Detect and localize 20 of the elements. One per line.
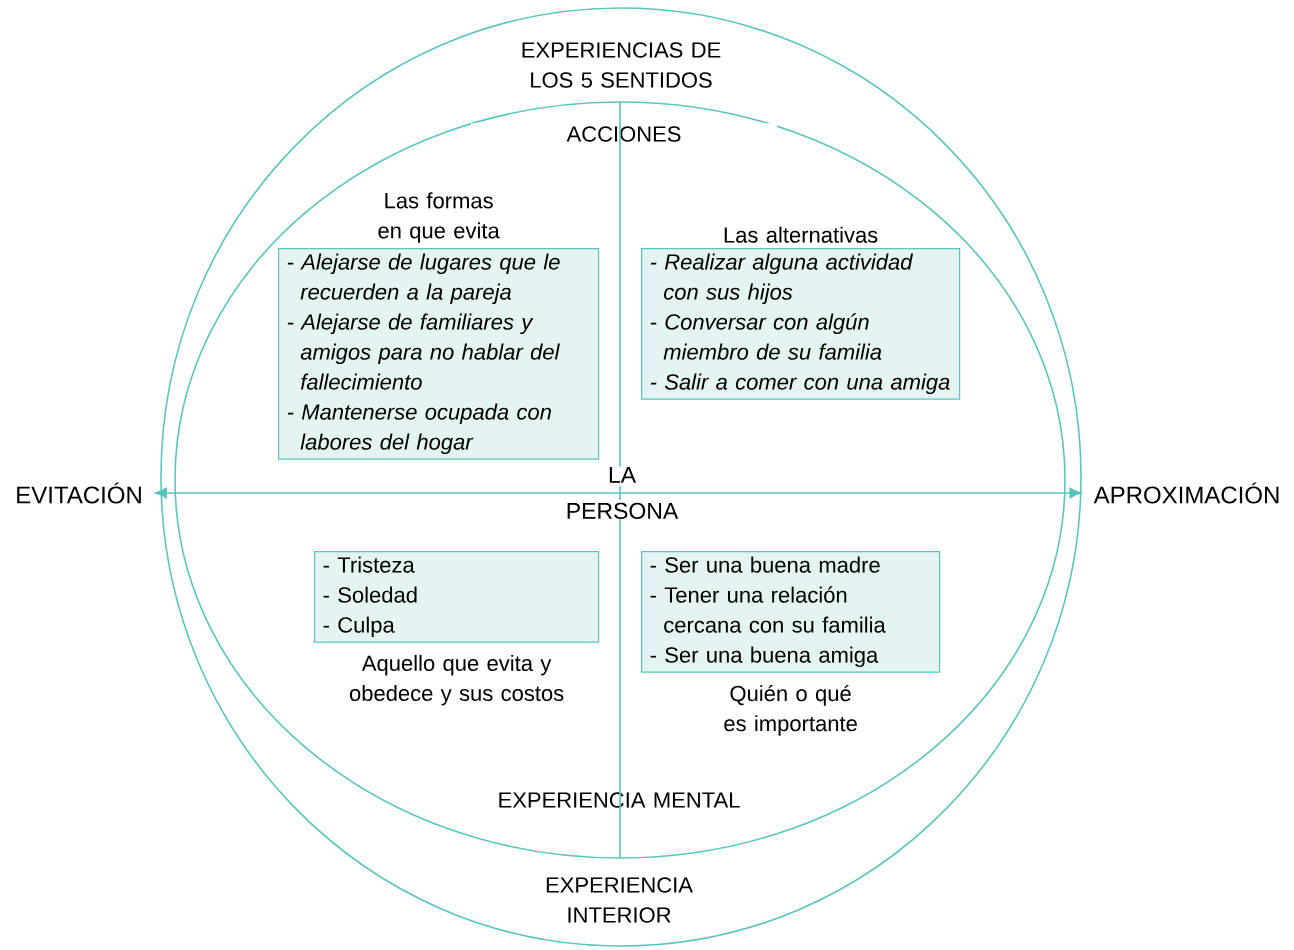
list-item: - Alejarse de familiares y amigos para no hablar del fallecimiento [287, 313, 560, 390]
box-heading: Las formas en que evita [378, 192, 500, 243]
list-item: - Soledad [323, 586, 417, 603]
box-heading: Las alternativas [724, 226, 878, 243]
list-item: - Alejarse de lugares que le recuerden a la pareja [287, 253, 560, 305]
centre-label: LA PERSONA [567, 466, 679, 519]
axis-label: EVITACIÓN [17, 482, 141, 504]
list-item: - Ser una buena madre [650, 556, 880, 573]
list-item: - Conversar con algún miembro de su familia [650, 313, 882, 360]
list-item: - Mantenerse ocupada con labores del hogar [287, 403, 551, 455]
double-arrow [155, 487, 1082, 499]
list-item: - Culpa [323, 616, 395, 638]
list-item: - Realizar alguna actividad con sus hijos [650, 253, 913, 305]
axis-label: APROXIMACIÓN [1093, 482, 1279, 504]
list-item: - Tener una relación cercana con su familia [650, 586, 886, 633]
list-item: - Tristeza [323, 556, 415, 573]
box-caption: Quién o qué es importante [724, 684, 857, 736]
list-item: - Salir a comer con una amiga [650, 373, 950, 395]
box-caption: Aquello que evita y obedece y sus costos [349, 654, 564, 706]
list-item: - Ser una buena amiga [650, 646, 879, 668]
